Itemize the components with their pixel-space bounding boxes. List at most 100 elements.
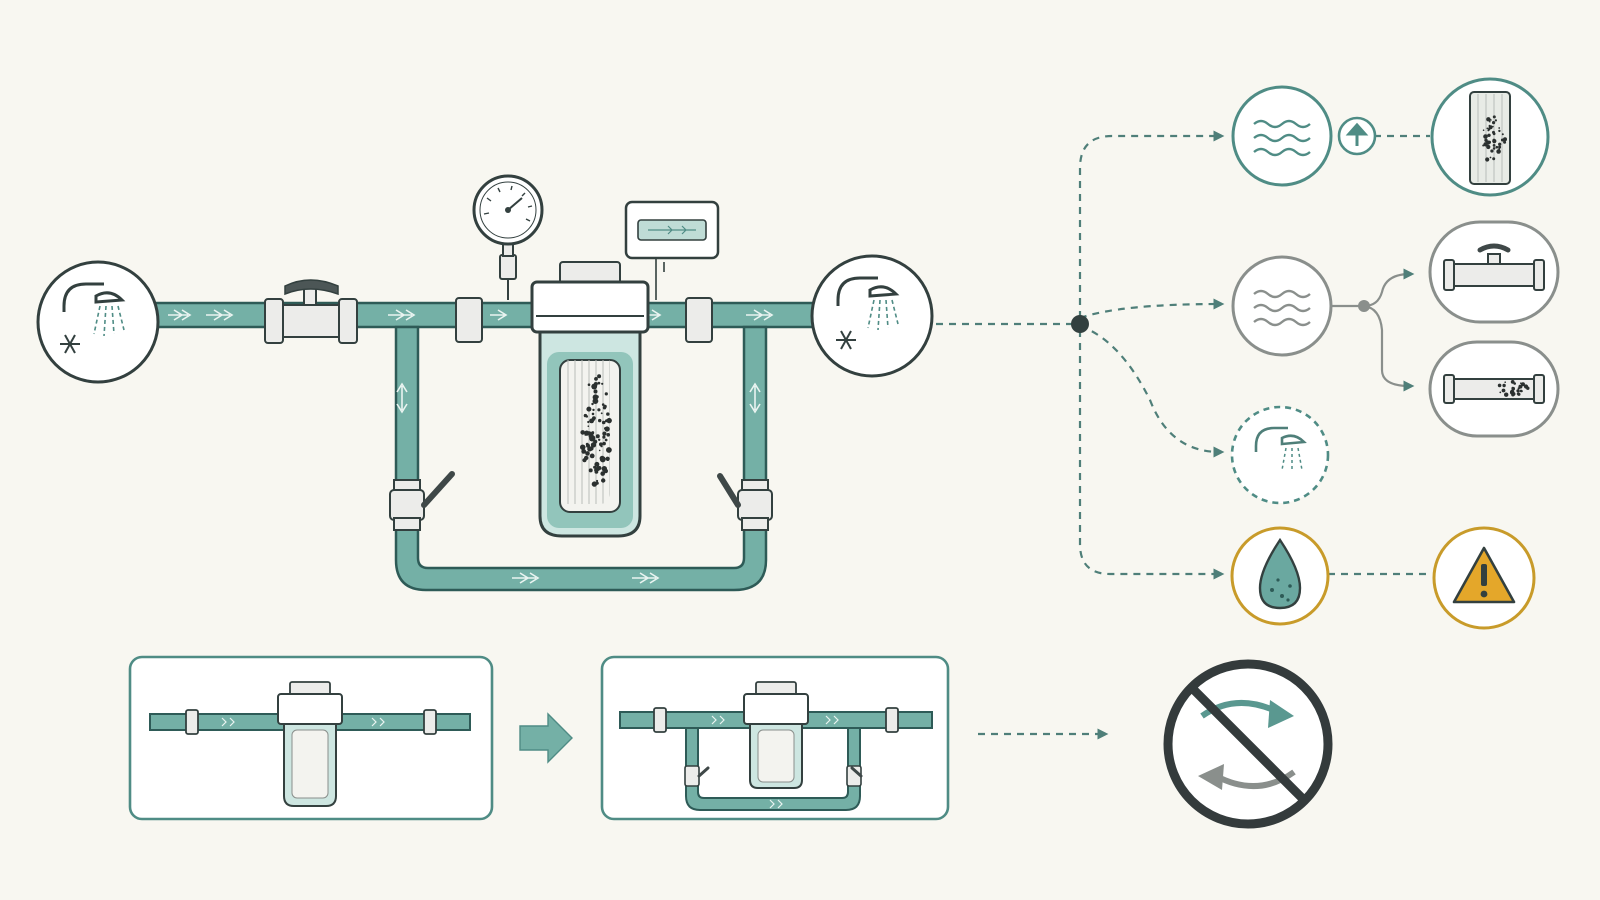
sediment-particle [1503, 140, 1507, 144]
sediment-particle [1488, 125, 1493, 130]
sediment-particles [1497, 380, 1530, 397]
snowflake-icon [836, 330, 856, 350]
sediment-particle [601, 466, 607, 472]
sediment-particle [602, 441, 606, 446]
dirty-water-drop-icon [1230, 526, 1330, 626]
sediment-particle [1516, 389, 1520, 393]
sediment-particle [589, 435, 596, 441]
ball-valve-icon [389, 471, 455, 531]
flow-arrow-icon [396, 382, 408, 414]
sediment-particle [1503, 137, 1507, 142]
sediment-particle [606, 412, 610, 416]
sediment-particle [592, 408, 595, 412]
sediment-particle [1489, 119, 1492, 121]
sediment-particle [1492, 125, 1494, 128]
sediment-particle [1497, 383, 1502, 388]
bottom-sequence [128, 655, 1333, 829]
sediment-particle [606, 417, 612, 424]
solid-connector [1363, 304, 1415, 392]
filter-with-bypass-icon [600, 655, 950, 821]
sediment-particle [1501, 133, 1504, 136]
sediment-particle [604, 392, 608, 396]
sediment-particle [580, 444, 586, 450]
sediment-particle [1486, 117, 1491, 122]
sediment-particle [606, 447, 612, 453]
sediment-particle [595, 481, 599, 485]
sediment-particle [1504, 381, 1506, 384]
dashed-connector [1078, 330, 1225, 580]
pipe-valve-icon [1428, 220, 1560, 324]
sediment-particle [1492, 157, 1496, 161]
sediment-particle [1525, 385, 1528, 388]
sediment-particle [601, 382, 604, 385]
sediment-particle [597, 408, 601, 412]
sediment-particle [1483, 134, 1488, 139]
coupling [685, 297, 713, 343]
dashed-connector [1079, 298, 1225, 320]
sediment-particle [1492, 121, 1496, 125]
sediment-particle [600, 445, 603, 448]
sediment-particle [1487, 133, 1491, 137]
sediment-particle [606, 458, 610, 462]
sediment-particle [606, 433, 610, 437]
sediment-particle [594, 377, 598, 381]
sediment-particle [601, 403, 605, 406]
sediment-particle [591, 402, 594, 406]
sediment-particle [1489, 156, 1492, 159]
shower-head-icon [1230, 405, 1330, 505]
flow-arrow-icon [168, 309, 192, 321]
solid-connector [1363, 268, 1415, 308]
dashed-connector [1079, 324, 1225, 458]
pressure-gauge-icon [472, 174, 544, 300]
flow-arrow-icon [490, 309, 508, 321]
flow-indicator-icon [624, 200, 720, 300]
sediment-particle [1521, 382, 1525, 387]
sediment-particle [587, 420, 590, 424]
sediment-particle [1494, 119, 1497, 122]
sediment-particle [601, 420, 606, 425]
sediment-particle [588, 468, 593, 473]
sediment-particle [1499, 391, 1502, 394]
sediment-particle [1516, 392, 1520, 396]
sediment-particle [1498, 142, 1502, 146]
sediment-particle [597, 381, 601, 385]
sediment-particle [591, 383, 598, 390]
branch-junction [1071, 315, 1089, 333]
main-plumbing-system [36, 174, 934, 592]
sediment-particle [599, 455, 605, 461]
sediment-particle [1502, 383, 1506, 388]
pipe-couplings [455, 297, 713, 343]
clogged-cartridge-icon [1430, 77, 1550, 197]
sediment-particle [1482, 129, 1485, 131]
sediment-particle [1498, 129, 1501, 133]
sediment-particle [1520, 382, 1522, 385]
sediment-particle [594, 439, 596, 442]
flow-arrow-icon [749, 382, 761, 414]
sediment-particle [580, 430, 585, 435]
ball-valve-icon [264, 279, 358, 344]
sediment-particles [580, 374, 612, 487]
sediment-particle [1498, 147, 1501, 150]
inlet-shower-circle [36, 260, 160, 384]
sediment-particle [1504, 392, 1509, 397]
sediment-particle [589, 453, 595, 459]
flow-arrow-icon [512, 572, 540, 584]
sediment-particle [582, 458, 587, 463]
sediment-particle [1492, 132, 1496, 136]
sediment-particle [1489, 120, 1491, 123]
arrow-right-icon [519, 712, 573, 764]
sediment-particle [1520, 390, 1523, 392]
flow-arrows [168, 309, 774, 584]
dashed-connector [1078, 130, 1225, 318]
sediment-particle [1492, 115, 1496, 119]
sediment-particle [589, 418, 594, 424]
water-wave-icon [1231, 255, 1333, 357]
warning-triangle-icon [1432, 526, 1536, 630]
sediment-particle [597, 374, 602, 379]
shower-head-icon [62, 282, 126, 337]
sediment-particle [596, 479, 599, 483]
sediment-particle [594, 461, 600, 467]
sediment-particle [596, 468, 599, 470]
sediment-particle [600, 471, 605, 476]
